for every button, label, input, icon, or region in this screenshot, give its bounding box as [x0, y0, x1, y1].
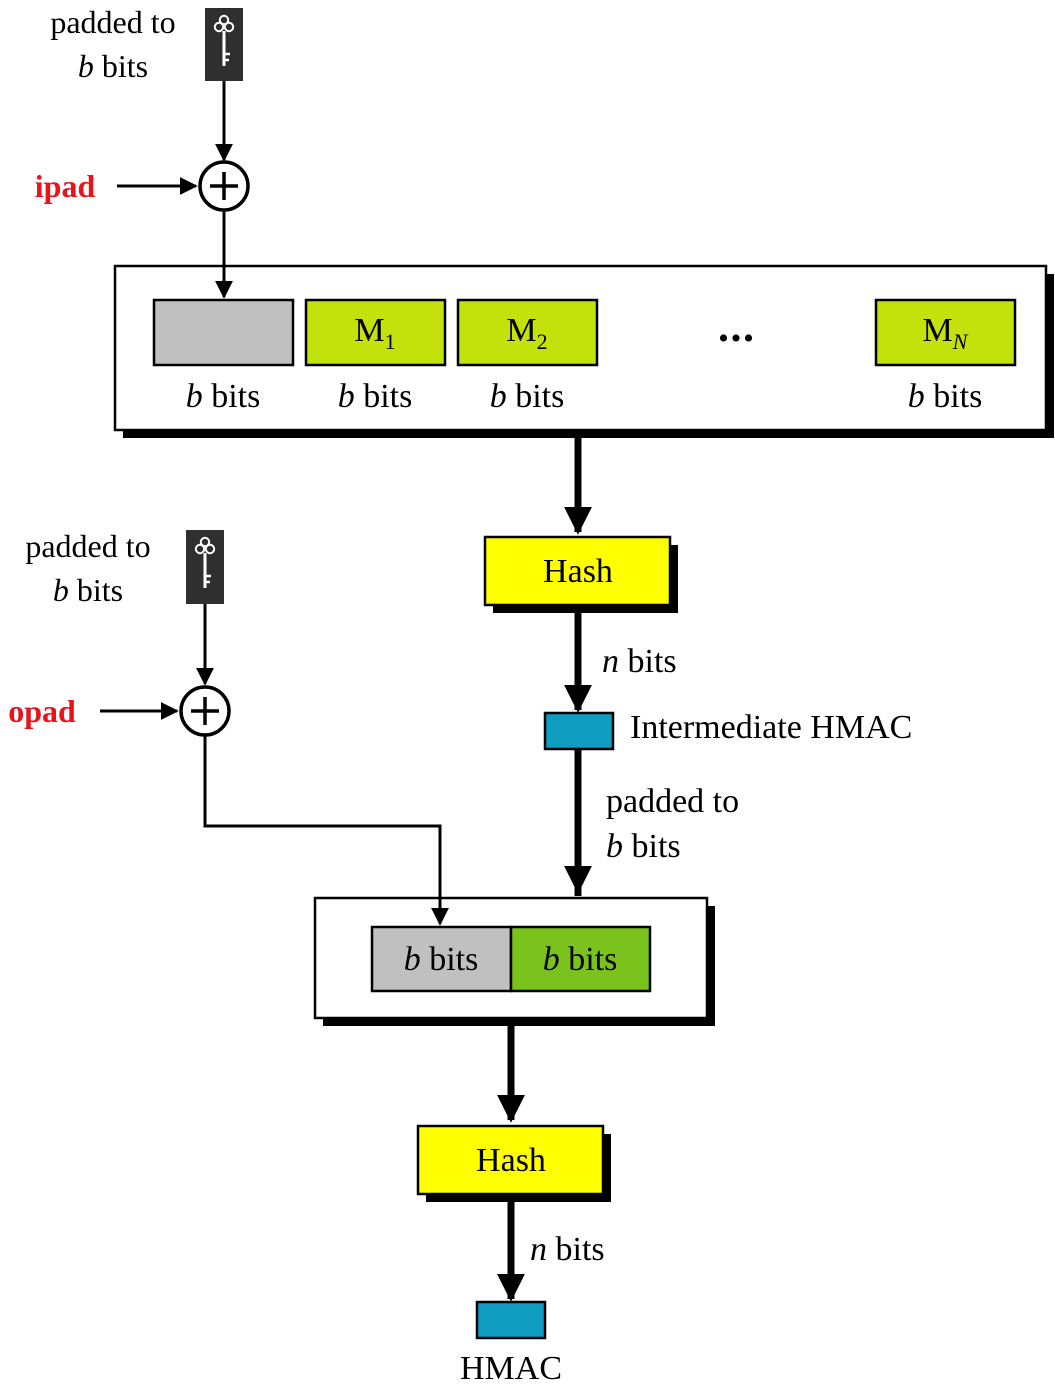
hmac-label: HMAC — [460, 1350, 562, 1387]
hash-top-box — [483, 535, 672, 607]
message-block-m2 — [456, 298, 599, 367]
key-block-size: b bits — [186, 378, 261, 415]
intermediate-hmac-label: Intermediate HMAC — [630, 709, 912, 746]
padded-mid-line2: b bits — [606, 828, 681, 865]
n-bits-top: n bits — [602, 643, 677, 680]
mn-size: b bits — [908, 378, 983, 415]
key-top-icon — [205, 8, 243, 81]
lower-hash-block — [509, 925, 652, 993]
padded-mid-line1: padded to — [606, 783, 739, 820]
key-bottom-label-line1: padded to — [25, 528, 150, 564]
key-ipad-block — [152, 298, 295, 367]
m2-label: M2 — [506, 312, 547, 354]
hmac-box — [475, 1300, 547, 1340]
key-bottom-icon — [186, 530, 224, 604]
key-bottom-label-line2: b bits — [53, 572, 123, 608]
hash-top-label: Hash — [543, 553, 613, 590]
n-bits-bottom: n bits — [530, 1231, 605, 1268]
mn-label: MN — [923, 312, 969, 354]
m1-label: M1 — [354, 312, 395, 354]
m2-size: b bits — [490, 378, 565, 415]
xor-top-icon — [198, 160, 250, 212]
intermediate-hmac-box — [543, 711, 615, 751]
key-top-label-line2: b bits — [78, 48, 148, 84]
opad-label: opad — [8, 693, 76, 729]
ipad-label: ipad — [35, 168, 96, 204]
arrow-xor-to-lower-key-block — [203, 735, 449, 926]
hash-bottom-box — [416, 1124, 605, 1196]
ellipsis: ••• — [718, 322, 756, 355]
m1-size: b bits — [338, 378, 413, 415]
key-top-label-line1: padded to — [50, 4, 175, 40]
message-block-mn — [874, 298, 1017, 367]
lower-key-block-label: b bits — [404, 941, 479, 978]
message-block-m1 — [304, 298, 447, 367]
hash-bottom-label: Hash — [476, 1142, 546, 1179]
xor-bottom-icon — [179, 685, 231, 737]
lower-hash-block-label: b bits — [543, 941, 618, 978]
